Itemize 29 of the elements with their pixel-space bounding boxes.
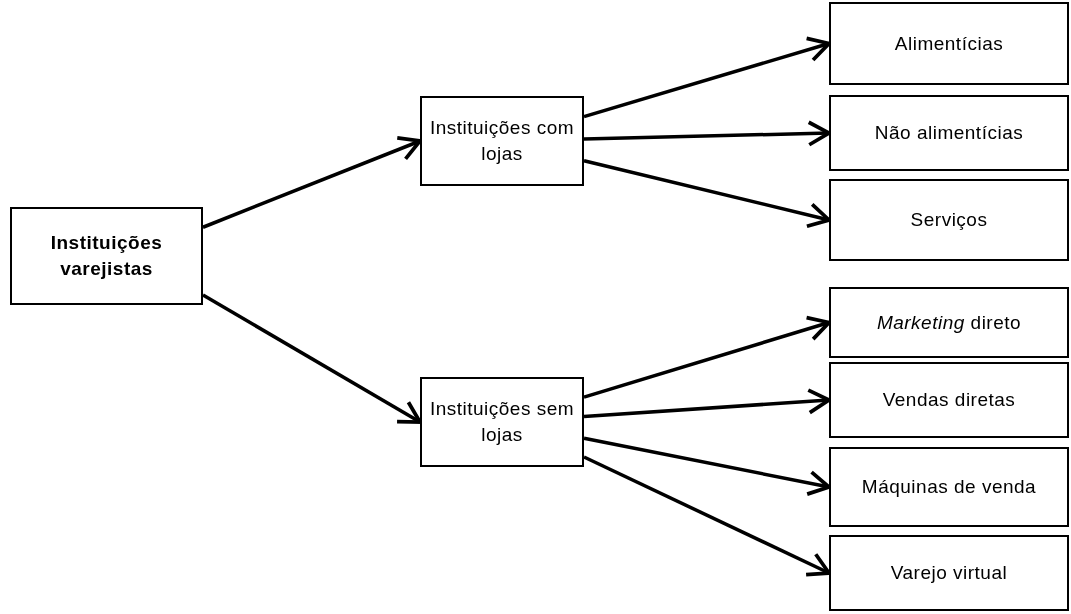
arrow [583, 120, 831, 147]
type-box [829, 287, 1069, 358]
node-label: Máquinas de venda [860, 475, 1038, 500]
type-box [829, 362, 1069, 438]
root-box [10, 207, 203, 305]
type-box [829, 2, 1069, 85]
arrow [583, 455, 831, 577]
node-label: Marketing direto [875, 310, 1023, 335]
category-box [420, 377, 584, 467]
type-box [829, 535, 1069, 611]
type-box [829, 447, 1069, 527]
node-label: Instituições com lojas [428, 116, 576, 166]
type-box [829, 95, 1069, 171]
node-label: Não alimentícias [873, 121, 1025, 146]
arrow [583, 36, 831, 119]
arrow [583, 436, 831, 496]
arrow [202, 293, 422, 424]
node-label: Instituições varejistas [49, 231, 164, 281]
node-label: Varejo virtual [889, 561, 1009, 586]
arrow [202, 136, 422, 229]
node-label: Serviços [909, 208, 989, 233]
arrow [583, 388, 831, 419]
category-box [420, 96, 584, 186]
arrow [583, 315, 831, 399]
arrow [583, 159, 831, 229]
node-label: Alimentícias [893, 31, 1005, 56]
type-box [829, 179, 1069, 261]
node-label: Vendas diretas [881, 388, 1017, 413]
node-label: Instituições sem lojas [428, 397, 576, 447]
